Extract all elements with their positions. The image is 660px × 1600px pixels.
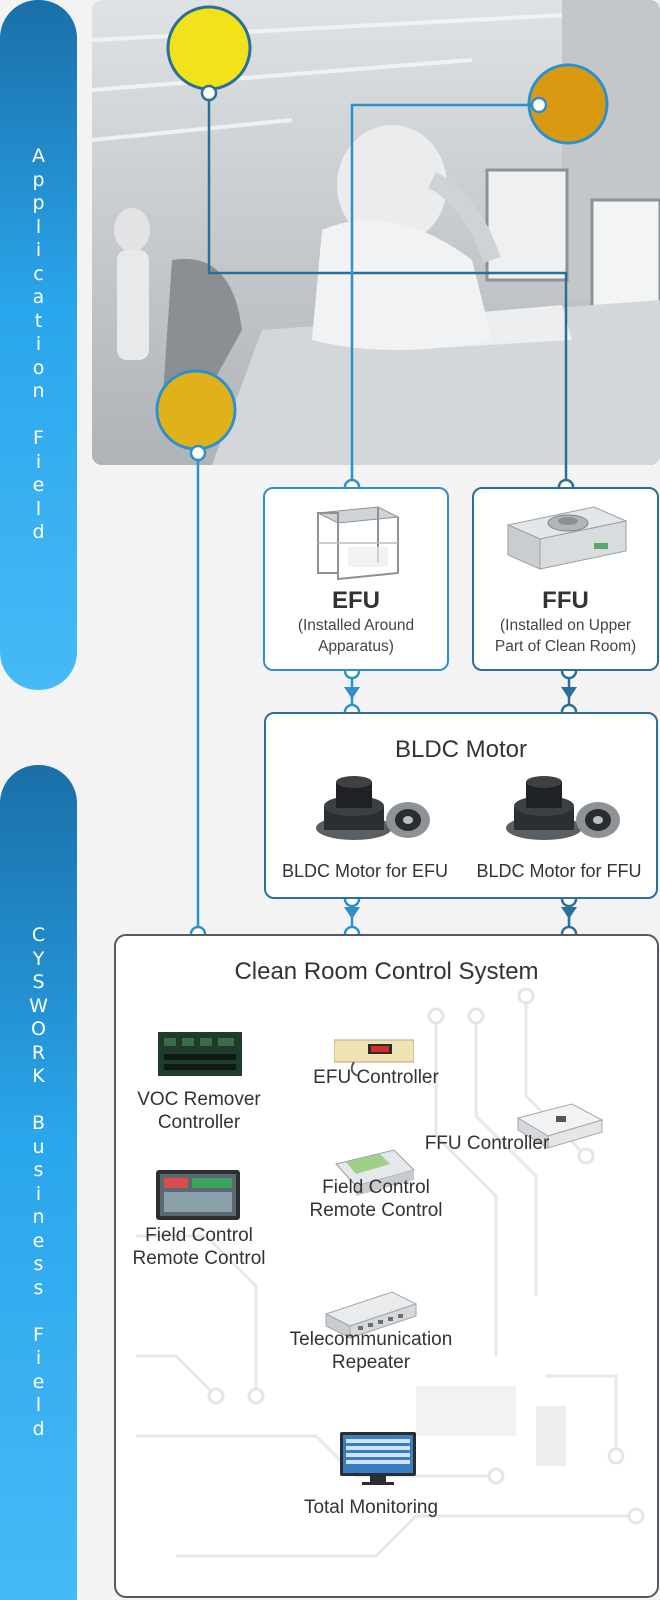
side-label-char: s — [33, 1276, 44, 1299]
side-label-char: p — [32, 192, 45, 215]
side-label-char: s — [33, 1159, 44, 1181]
side-label-char: S — [32, 971, 45, 993]
ffu-controller-image — [516, 1103, 604, 1149]
circuit-background — [136, 987, 645, 1558]
voc-label-line1: VOC Remover — [137, 1089, 261, 1110]
side-label-char: n — [32, 1206, 45, 1228]
ffu-title: FFU — [542, 587, 589, 614]
side-label-char: d — [32, 1417, 45, 1440]
side-label-char: a — [32, 286, 45, 309]
bldc-title: BLDC Motor — [394, 736, 528, 763]
ffu-subtitle-line1: (Installed on Upper — [500, 617, 631, 634]
side-label-char: p — [32, 168, 45, 191]
ffu-box: FFU (Installed on Upper Part of Clean Ro… — [472, 487, 659, 671]
field-mid-line2: Remote Control — [309, 1200, 443, 1221]
side-label-char — [35, 404, 41, 428]
efu-controller-image — [334, 1039, 414, 1076]
field-left-line1: Field Control — [145, 1225, 253, 1246]
side-label-char: t — [34, 309, 43, 332]
field-mid-line1: Field Control — [322, 1177, 430, 1198]
field-control-left-label: Field Control Remote Control — [116, 1224, 282, 1270]
ffu-unit-image — [506, 506, 628, 570]
side-label-char: B — [31, 1112, 46, 1134]
side-label-char: K — [32, 1065, 45, 1087]
efu-subtitle-line1: (Installed Around — [297, 617, 415, 634]
side-label-char: l — [35, 497, 42, 520]
side-label-char — [35, 1300, 41, 1324]
side-label-char: s — [33, 1253, 44, 1275]
side-label-char: e — [32, 474, 45, 497]
cleanroom-photo — [92, 0, 660, 465]
bldc-motor-box: BLDC Motor BLDC Motor for EFU BLDC Motor… — [264, 712, 658, 899]
side-label-char: A — [32, 145, 45, 168]
side-label-char: o — [32, 356, 45, 379]
efu-subtitle-line2: Apparatus) — [318, 638, 394, 655]
efu-controller-label: EFU Controller — [313, 1067, 439, 1088]
side-label-char: e — [32, 1229, 45, 1252]
ffu-controller-label: FFU Controller — [424, 1133, 550, 1154]
repeater-line2: Repeater — [331, 1352, 411, 1373]
touchscreen-panel-image — [156, 1170, 240, 1220]
field-left-line2: Remote Control — [132, 1248, 266, 1269]
total-monitoring-label: Total Monitoring — [303, 1497, 439, 1518]
repeater-line1: Telecommunication — [289, 1329, 453, 1350]
side-label-char: i — [35, 1347, 42, 1369]
control-system-title: Clean Room Control System — [234, 958, 539, 985]
side-label-char: i — [35, 450, 42, 473]
side-label-char: u — [32, 1135, 45, 1158]
side-label-char: c — [33, 262, 44, 285]
side-label-char: n — [32, 380, 45, 403]
side-label-char: F — [33, 427, 44, 450]
side-label-char: i — [35, 333, 42, 356]
side-label-char: W — [29, 994, 48, 1017]
side-label-char: C — [31, 924, 46, 946]
side-label-char — [35, 1089, 41, 1113]
controller-board-image — [158, 1032, 242, 1076]
repeater-label: Telecommunication Repeater — [276, 1328, 466, 1374]
ffu-subtitle-line2: Part of Clean Room) — [494, 638, 637, 655]
efu-box: EFU (Installed Around Apparatus) — [263, 487, 449, 671]
side-label-char: O — [31, 1018, 46, 1040]
bldc-motor-efu-label: BLDC Motor for EFU — [281, 861, 449, 881]
side-label-char: l — [35, 215, 42, 238]
field-control-mid-label: Field Control Remote Control — [286, 1176, 466, 1222]
side-label-char: i — [35, 1182, 42, 1205]
side-label-char: i — [35, 239, 42, 262]
side-label-char: l — [35, 1394, 42, 1416]
bldc-motor-image — [316, 776, 430, 840]
efu-title: EFU — [332, 587, 380, 614]
side-label-char: e — [32, 1370, 45, 1393]
bldc-motor-image — [506, 776, 620, 840]
voc-remover-label: VOC Remover Controller — [116, 1088, 282, 1134]
voc-label-line2: Controller — [157, 1112, 241, 1133]
side-label-char: R — [31, 1041, 46, 1064]
bldc-motor-ffu-label: BLDC Motor for FFU — [476, 861, 642, 881]
side-label-char: Y — [32, 947, 45, 970]
repeater-device-image — [324, 1291, 418, 1339]
efu-unit-image — [316, 506, 400, 581]
monitor-image — [340, 1432, 416, 1485]
side-label-char: d — [32, 521, 45, 544]
side-label-char: F — [33, 1323, 44, 1346]
control-system-box: Clean Room Control System VOC Remover Co… — [114, 934, 659, 1598]
remote-control-image — [335, 1149, 415, 1196]
